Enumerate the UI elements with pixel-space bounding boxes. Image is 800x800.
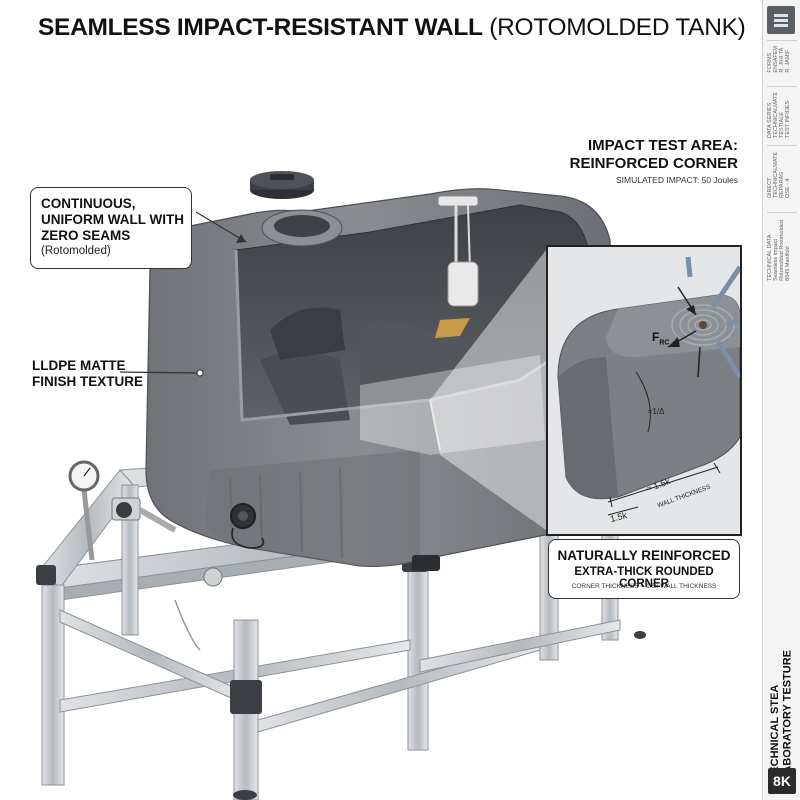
corner-detail bbox=[548, 247, 740, 534]
impact-callout: IMPACT TEST AREA: REINFORCED CORNER SIMU… bbox=[540, 137, 738, 185]
tank-body bbox=[145, 171, 613, 571]
strip-logo-icon bbox=[767, 6, 795, 34]
seams-arrowhead bbox=[236, 234, 246, 243]
corner-sub: CORNER THICKNESS = 1.5x WALL THICKNESS bbox=[571, 583, 717, 590]
seams-callout: CONTINUOUS, UNIFORM WALL WITH ZERO SEAMS… bbox=[30, 187, 192, 269]
zoom-beam bbox=[430, 250, 546, 530]
texture-line2: FINISH TEXTURE bbox=[32, 374, 144, 389]
angle-label: ≈1/Δ bbox=[648, 407, 665, 416]
impact-rings bbox=[671, 304, 735, 346]
corner-line2: EXTRA-THICK ROUNDED CORNER bbox=[574, 566, 714, 590]
strip-main-title: TECHNICAL STEA LABORATORY TESTURE bbox=[769, 650, 794, 781]
texture-callout: LLDPE MATTE FINISH TEXTURE bbox=[32, 358, 143, 390]
seams-line3: ZERO SEAMS bbox=[41, 228, 131, 243]
texture-marker bbox=[196, 369, 204, 377]
title-light: (ROTOMOLDED TANK) bbox=[489, 14, 746, 41]
pressure-gauge bbox=[68, 460, 223, 651]
impact-line2: REINFORCED CORNER bbox=[569, 155, 738, 172]
force-label: FRC bbox=[652, 330, 670, 347]
impact-arrows bbox=[685, 256, 740, 379]
impact-line1: IMPACT TEST AREA: bbox=[588, 137, 738, 154]
impact-inset: FRC ≈1/Δ ≈ 1.5k WALL THICKNESS 1.5k bbox=[546, 245, 742, 536]
resolution-badge: 8K bbox=[768, 768, 796, 794]
texture-line1: LLDPE MATTE bbox=[32, 358, 126, 373]
corner-callout: NATURALLY REINFORCED EXTRA-THICK ROUNDED… bbox=[548, 539, 740, 599]
seams-sub: (Rotomolded) bbox=[41, 245, 111, 257]
seams-line1: CONTINUOUS, bbox=[41, 196, 136, 211]
page-title: SEAMLESS IMPACT-RESISTANT WALL (ROTOMOLD… bbox=[38, 14, 746, 42]
corner-line1: NATURALLY REINFORCED bbox=[557, 548, 731, 563]
title-bold: SEAMLESS IMPACT-RESISTANT WALL bbox=[38, 14, 483, 41]
seams-line2: UNIFORM WALL WITH bbox=[41, 212, 184, 227]
impact-sub: SIMULATED IMPACT: 50 Joules bbox=[615, 175, 738, 185]
